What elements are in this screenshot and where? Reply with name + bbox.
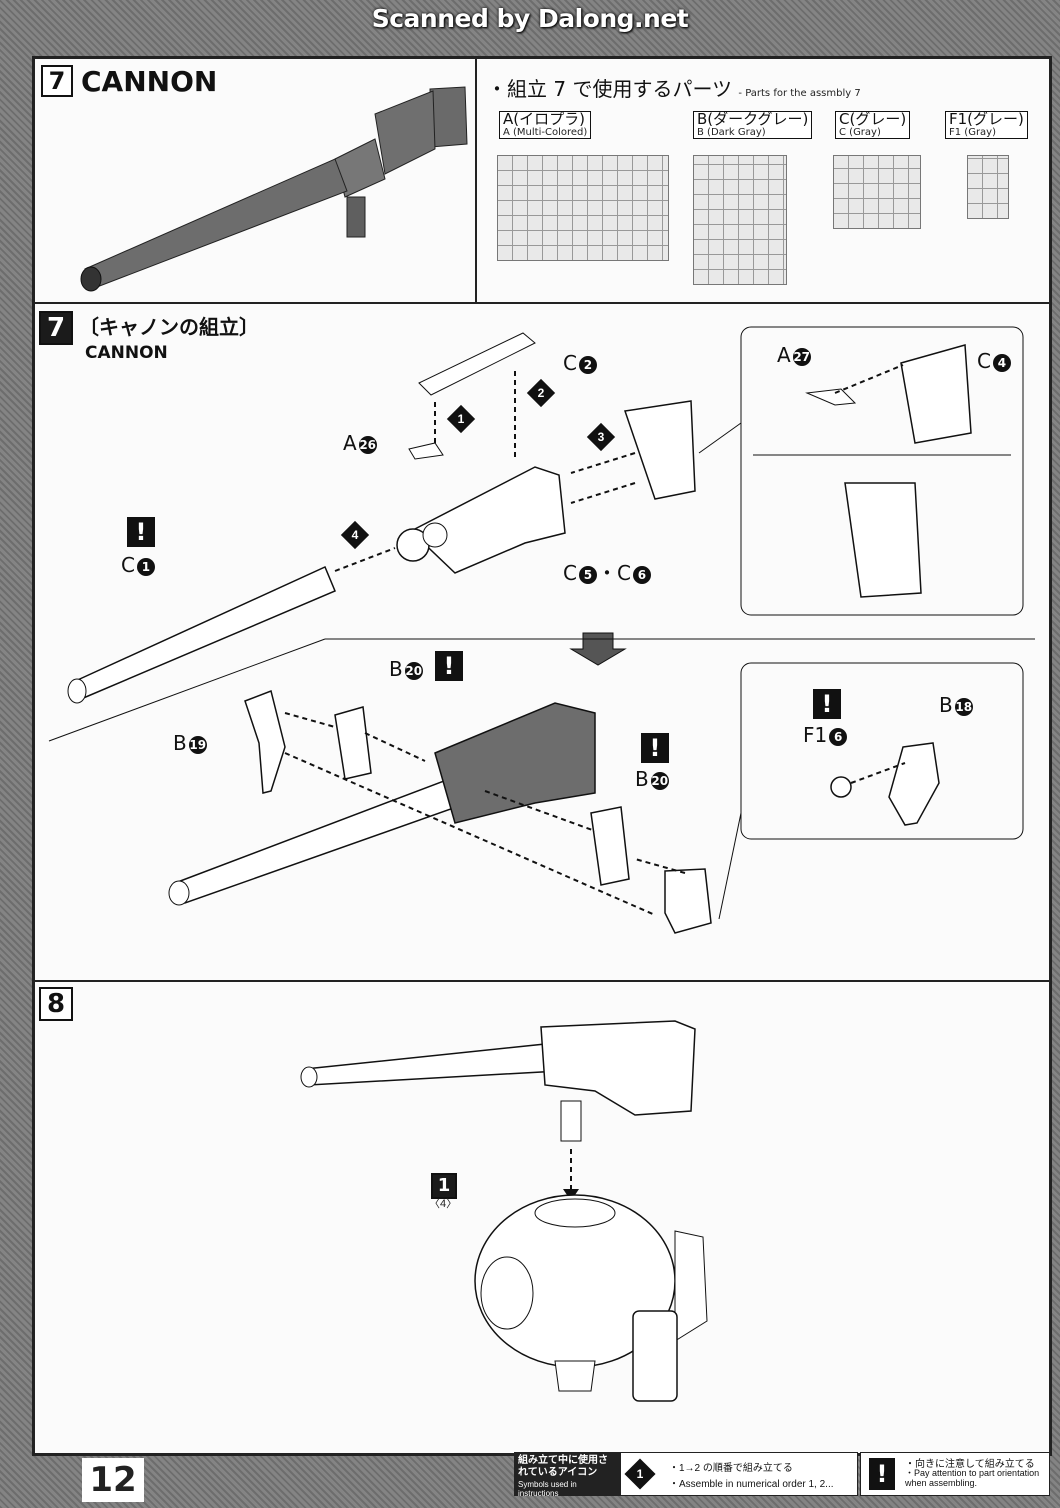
label-b20-right-num: 20 [650, 771, 669, 790]
parts-heading-jp: ・組立 7 で使用するパーツ [487, 77, 733, 101]
label-a27-letter: A [777, 343, 791, 367]
runner-c-desc: C (Gray) [839, 126, 881, 138]
step8-panel: 8 1 〈4〉 [34, 980, 1050, 1454]
runner-f1-code: F1(グレー) [949, 110, 1024, 128]
runner-f1-sprue [967, 155, 1009, 219]
label-b18-letter: B [939, 693, 953, 717]
legend-order-jp: ・1→2 の順番で組み立てる [669, 1463, 793, 1474]
step7-title-jp: 〔キャノンの組立〕 [79, 315, 259, 339]
step-marker-3: 3 [586, 422, 616, 452]
label-c4-letter: C [977, 349, 991, 373]
header-panel: 7 CANNON ・組立 7 で使用するパーツ - Parts for the … [34, 58, 1050, 304]
runner-f1-desc: F1 (Gray) [949, 126, 997, 138]
label-b19-num: 19 [188, 735, 207, 754]
step-marker-1-text: 1 [457, 412, 465, 426]
step7-panel: 7 〔キャノンの組立〕 CANNON [34, 302, 1050, 982]
label-a27-num: 27 [792, 347, 811, 366]
manual-page: 7 CANNON ・組立 7 で使用するパーツ - Parts for the … [32, 56, 1052, 1456]
panel-title: CANNON [81, 65, 218, 98]
label-f1-num: 6 [829, 727, 848, 746]
step-marker-3-text: 3 [597, 430, 605, 444]
label-c1-num: 1 [136, 557, 155, 576]
label-f1-letter: F1 [803, 723, 828, 747]
label-c6-num: 6 [632, 565, 651, 584]
label-a26-letter: A [343, 431, 357, 455]
runner-c-label: C(グレー) C (Gray) [835, 110, 911, 140]
header-divider [475, 59, 477, 303]
warning-icon-b20-top: ! [435, 651, 463, 681]
watermark: Scanned by Dalong.net [371, 4, 689, 33]
label-dot: ・ [596, 561, 617, 585]
label-c5-letter: C [563, 561, 577, 585]
runner-a-desc: A (Multi-Colored) [503, 126, 588, 138]
label-b18-num: 18 [954, 697, 973, 716]
runner-b-desc: B (Dark Gray) [697, 126, 766, 138]
step8-number: 8 [39, 987, 73, 1021]
legend-orientation-en: ・Pay attention to part orientation when … [905, 1468, 1040, 1488]
legend-title-box: 組み立て中に使用されているアイコン Symbols used in instru… [514, 1452, 620, 1498]
parts-heading: ・組立 7 で使用するパーツ - Parts for the assmbly 7 [487, 73, 861, 102]
subassembly-count: 〈4〉 [429, 1198, 458, 1210]
runner-f1-label: F1(グレー) F1 (Gray) [945, 110, 1028, 140]
runner-b-code: B(ダークグレー) [697, 110, 809, 128]
order-icon-text: 1 [636, 1467, 644, 1481]
warning-icon-f1: ! [813, 689, 841, 719]
order-icon: 1 [624, 1458, 656, 1490]
step-number-box: 7 [41, 65, 73, 97]
subassembly-marker: 1 [431, 1173, 457, 1199]
label-a26-num: 26 [358, 435, 377, 454]
label-b20-top-letter: B [389, 657, 403, 681]
step7-title-en: CANNON [85, 343, 168, 363]
legend-orientation: ! ・向きに注意して組み立てる ・Pay attention to part o… [860, 1452, 1050, 1496]
runner-b-label: B(ダークグレー) B (Dark Gray) [693, 110, 813, 140]
runner-c-sprue [833, 155, 921, 229]
label-c2-letter: C [563, 351, 577, 375]
warning-icon-c1: ! [127, 517, 155, 547]
warning-icon-b20-right: ! [641, 733, 669, 763]
step7-number: 7 [39, 311, 73, 345]
step-marker-2: 2 [526, 378, 556, 408]
label-c5-num: 5 [578, 565, 597, 584]
step-marker-4: 4 [340, 520, 370, 550]
cannon-illustration [80, 86, 468, 292]
step-marker-2-text: 2 [537, 386, 545, 400]
label-b19-letter: B [173, 731, 187, 755]
label-c2-num: 2 [578, 355, 597, 374]
parts-heading-en: - Parts for the assmbly 7 [738, 88, 861, 99]
label-b20-right-letter: B [635, 767, 649, 791]
runner-a-code: A(イロプラ) [503, 110, 585, 128]
label-c4-num: 4 [992, 353, 1011, 372]
runner-b-sprue [693, 155, 787, 285]
step-marker-1: 1 [446, 404, 476, 434]
legend-order-en: ・Assemble in numerical order 1, 2... [669, 1479, 834, 1490]
label-b20-top-num: 20 [404, 661, 423, 680]
label-c6-letter: C [616, 561, 631, 585]
runner-c-code: C(グレー) [839, 110, 907, 128]
step-marker-4-text: 4 [351, 528, 359, 542]
orientation-warning-icon: ! [869, 1458, 895, 1490]
page-number: 12 [82, 1458, 144, 1502]
runner-a-label: A(イロプラ) A (Multi-Colored) [499, 110, 592, 140]
step7-drawing [48, 326, 1035, 934]
legend-orientation-jp: ・向きに注意して組み立てる [905, 1459, 1035, 1470]
legend-title-en: Symbols used in instructions [518, 1480, 577, 1498]
step8-drawing [300, 1020, 708, 1402]
legend-title: 組み立て中に使用されているアイコン [518, 1455, 608, 1478]
legend-order: 1 ・1→2 の順番で組み立てる ・Assemble in numerical … [620, 1452, 858, 1496]
runner-a-sprue [497, 155, 669, 261]
label-c1-letter: C [121, 553, 135, 577]
